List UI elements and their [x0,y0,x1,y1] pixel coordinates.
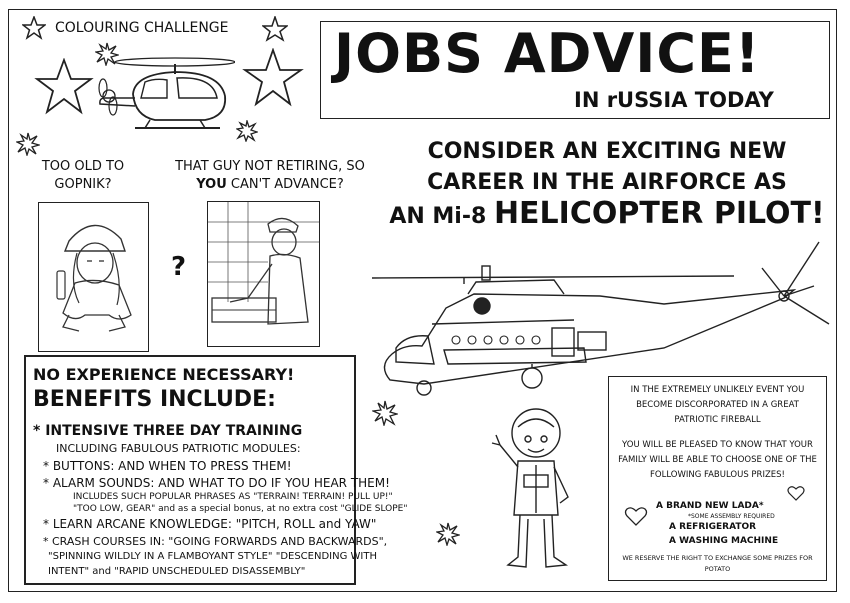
burst-icon [236,120,258,142]
burst-icon [16,132,40,156]
prize-lada: A BRAND NEW LADA* [656,501,764,511]
benefit-alarm: * ALARM SOUNDS: AND WHAT TO DO IF YOU HE… [43,476,390,490]
poster-frame [8,9,837,592]
prizes-pleased: YOU WILL BE PLEASED TO KNOW THAT YOUR FA… [618,440,817,480]
star-icon [262,16,288,42]
prizes-intro: IN THE EXTREMELY UNLIKELY EVENT YOU BECO… [630,385,805,425]
prizes-box [608,376,827,581]
pilot-illustration [491,408,569,568]
prize-assembly-note: *SOME ASSEMBLY REQUIRED [688,513,775,520]
benefit-crash: * CRASH COURSES IN: "GOING FORWARDS AND … [43,535,388,548]
benefit-alarm-detail-1: INCLUDES SUCH POPULAR PHRASES AS "TERRAI… [73,492,393,502]
page-title: JOBS ADVICE! [334,22,761,85]
mi8-helicopter-illustration [371,241,830,396]
benefits-heading: BENEFITS INCLUDE: [33,387,276,412]
burst-icon [372,400,398,426]
prizes-disclaimer: WE RESERVE THE RIGHT TO EXCHANGE SOME PR… [622,554,813,573]
cartoon-helicopter-illustration [98,57,235,129]
benefit-buttons: * BUTTONS: AND WHEN TO PRESS THEM! [43,459,292,473]
colouring-challenge-title: COLOURING CHALLENGE [55,20,229,36]
burst-icon [436,522,460,546]
burst-icon [95,42,119,66]
page-subtitle: IN rUSSIA TODAY [574,88,774,112]
star-icon [34,58,94,115]
prize-refrigerator: A REFRIGERATOR [669,522,757,532]
benefit-training: * INTENSIVE THREE DAY TRAINING [33,423,303,439]
star-icon [22,16,46,40]
star-icon [242,48,304,107]
title-box [320,21,830,119]
benefit-modules: INCLUDING FABULOUS PATRIOTIC MODULES: [56,442,301,455]
headline: CONSIDER AN EXCITING NEW CAREER IN THE A… [389,139,825,231]
benefit-alarm-detail-2: "TOO LOW, GEAR" and as a special bonus, … [73,504,408,514]
worker-illustration [207,201,320,347]
benefit-crash-3: INTENT" and "RAPID UNSCHEDULED DISASSEMB… [48,566,306,577]
prize-washing-machine: A WASHING MACHINE [669,536,779,546]
benefits-box [24,355,356,585]
question-mark: ? [171,252,187,282]
heart-icon [787,486,805,501]
gopnik-illustration [38,202,149,352]
heart-icon [624,507,648,526]
benefit-crash-2: "SPINNING WILDLY IN A FLAMBOYANT STYLE" … [48,551,377,562]
no-experience-heading: NO EXPERIENCE NECESSARY! [33,365,295,384]
benefit-arcane: * LEARN ARCANE KNOWLEDGE: "PITCH, ROLL a… [43,517,377,531]
question-too-old: TOO OLD TO GOPNIK? [41,159,125,192]
question-not-retiring: THAT GUY NOT RETIRING, SO YOU CAN'T ADVA… [175,159,365,192]
